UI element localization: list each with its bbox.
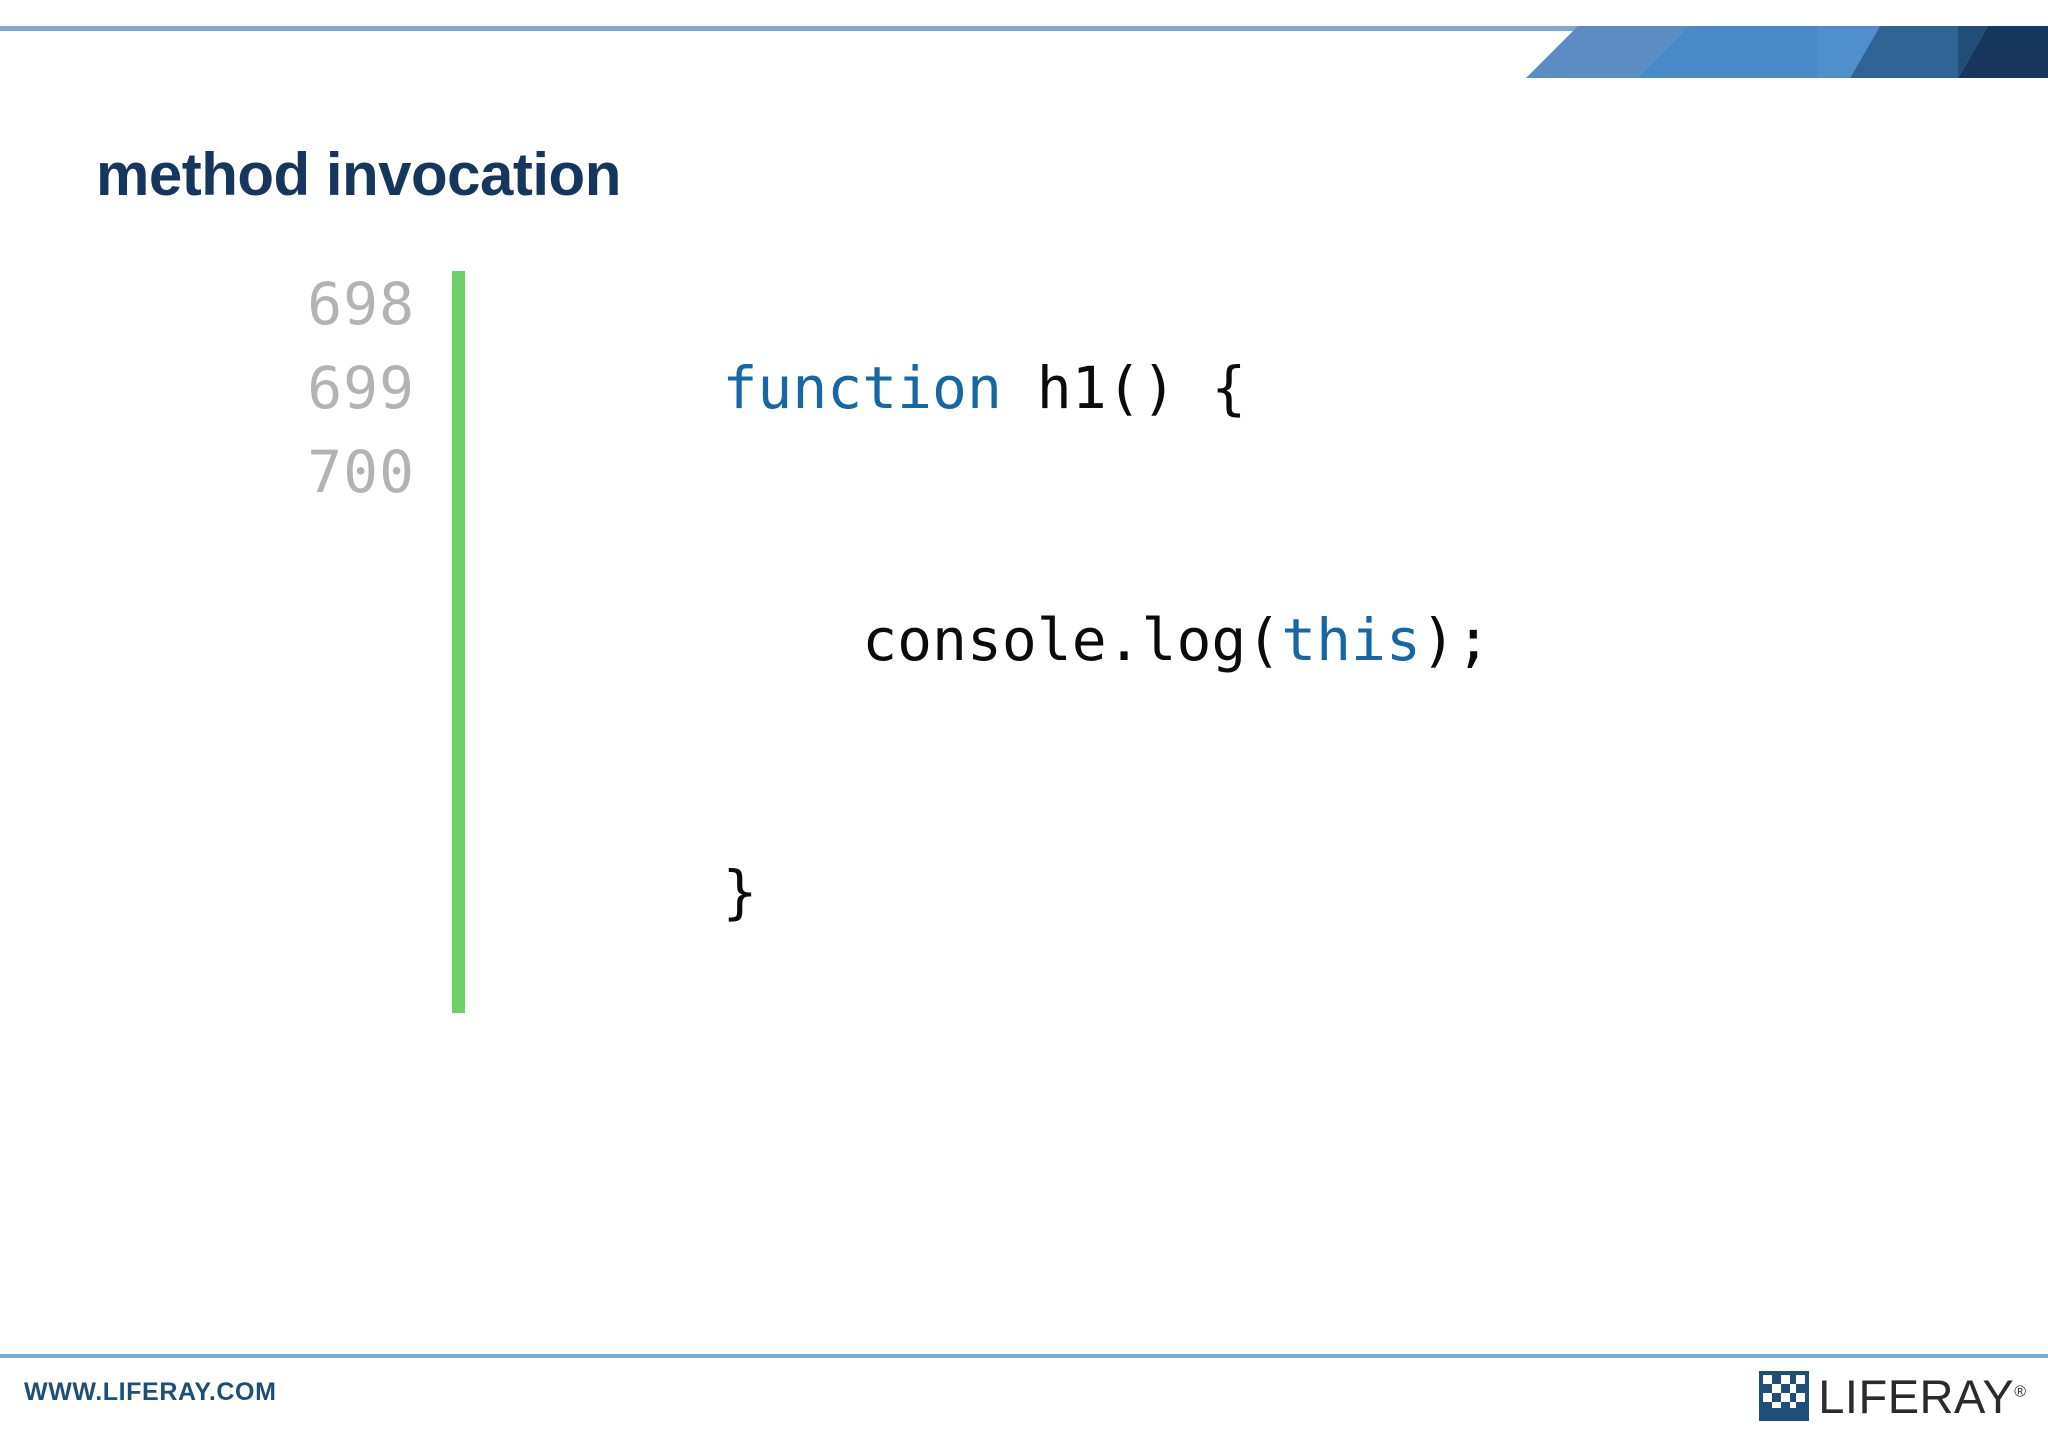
footer-website-url[interactable]: WWW.LIFERAY.COM: [24, 1378, 277, 1406]
code-snippet: 698 699 700 function h1() { console.log(…: [245, 262, 1491, 1018]
code-line: function h1() {: [513, 262, 1491, 514]
code-token-keyword: this: [1281, 606, 1421, 674]
code-token-plain: );: [1420, 606, 1491, 674]
liferay-wordmark: LIFERAY®: [1818, 1373, 2026, 1420]
code-line: }: [513, 766, 1491, 1018]
line-number: 698: [307, 270, 415, 338]
angled-facet-banner: [1488, 26, 2048, 78]
top-accent-rule: [0, 26, 2048, 31]
banner-facet-1: [1526, 26, 1688, 78]
code-line: console.log(this);: [513, 514, 1491, 766]
code-lines: function h1() { console.log(this); }: [513, 262, 1491, 1018]
liferay-logo: LIFERAY®: [1759, 1368, 2026, 1424]
banner-facet-2: [1636, 26, 1818, 78]
code-token-plain: h1() {: [1001, 354, 1247, 422]
line-number: 700: [307, 438, 415, 506]
line-number: 699: [307, 354, 415, 422]
footer-accent-rule: [0, 1354, 2048, 1358]
page-title: method invocation: [96, 141, 621, 208]
code-token-keyword: function: [722, 354, 1002, 422]
code-token-plain: console.log(: [722, 606, 1282, 674]
change-marker-bar: [452, 271, 465, 1013]
logo-wordmark-text: LIFERAY: [1818, 1369, 2015, 1423]
banner-facet-4: [1850, 26, 1958, 78]
banner-facet-3: [1818, 26, 1880, 78]
code-token-plain: }: [722, 858, 758, 926]
registered-trademark-icon: ®: [2014, 1382, 2026, 1400]
banner-facet-6: [1958, 26, 2048, 78]
line-number-gutter: 698 699 700: [245, 262, 415, 1018]
liferay-checker-logo-icon: [1759, 1371, 1810, 1421]
